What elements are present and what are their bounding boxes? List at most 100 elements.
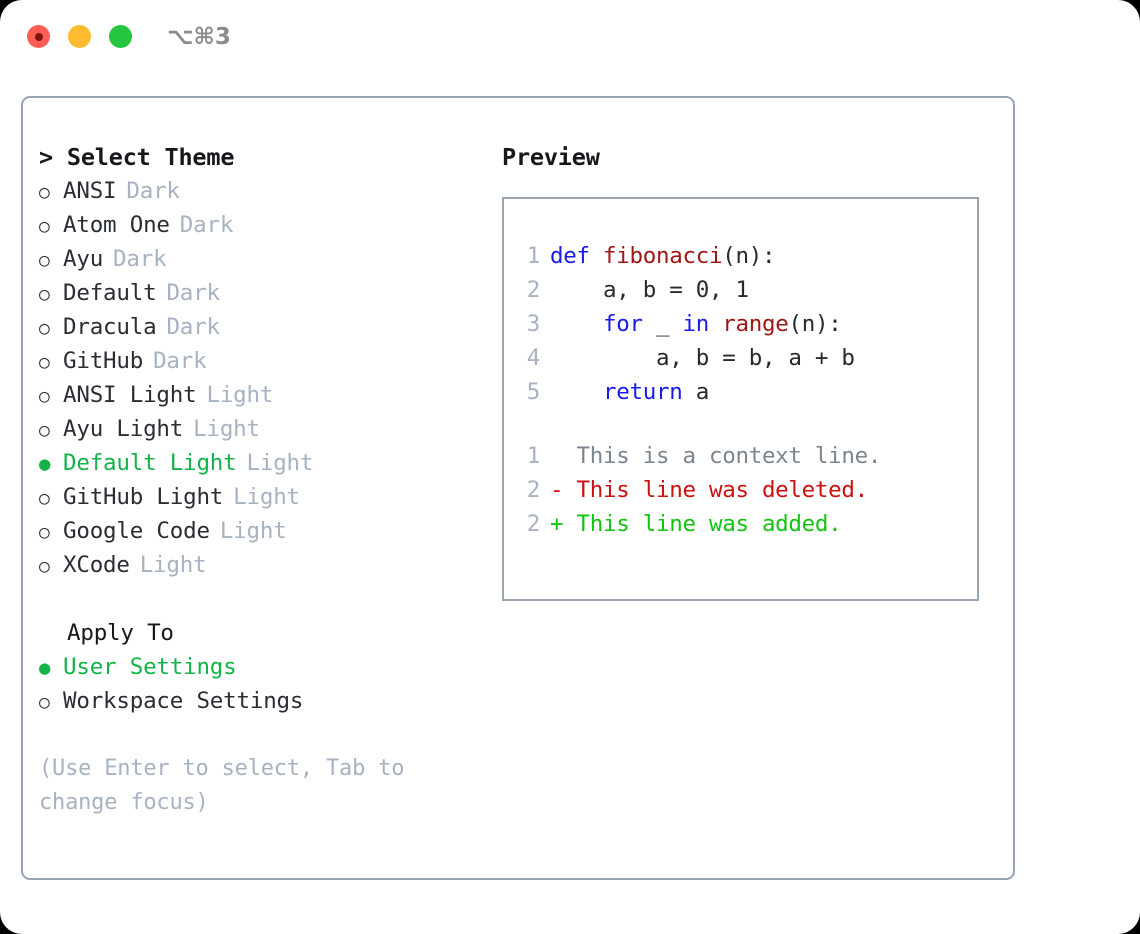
diff-line: 2 - This line was deleted.: [522, 473, 977, 507]
theme-option-variant: Dark: [166, 314, 220, 340]
theme-option-label: Ayu: [63, 246, 104, 272]
theme-option[interactable]: ○ XCode Light: [39, 548, 479, 582]
code-diff-gap: [522, 409, 977, 439]
radio-unselected-icon: ○: [39, 420, 50, 441]
preview-pane: Preview 1 def fibonacci(n): 2 a, b = 0, 1 3…: [502, 140, 992, 601]
diff-line: 2 + This line was added.: [522, 507, 977, 541]
minimize-button[interactable]: [68, 25, 91, 48]
code-line: 3 for _ in range(n):: [522, 307, 977, 341]
close-icon: [34, 32, 43, 41]
code-token: fibonacci: [603, 243, 723, 269]
code-token: in: [682, 311, 710, 337]
code-token: def: [550, 243, 603, 269]
radio-selected-icon: ●: [39, 657, 51, 679]
theme-option-variant: Light: [193, 416, 260, 442]
diff-line-content: + This line was added.: [550, 511, 842, 537]
radio-unselected-icon: ○: [39, 216, 50, 237]
diff-line-content: - This line was deleted.: [550, 477, 868, 503]
theme-option-variant: Light: [139, 552, 207, 578]
radio-unselected-icon: ○: [39, 556, 50, 577]
theme-option-label: Default: [63, 280, 157, 306]
apply-to-option[interactable]: ○Workspace Settings: [39, 684, 479, 718]
code-line-number: 2: [526, 277, 541, 303]
code-sample: 1 def fibonacci(n): 2 a, b = 0, 1 3 for _ i…: [522, 239, 977, 409]
apply-to-option-label: Workspace Settings: [63, 688, 304, 714]
select-theme-header: > Select Theme: [39, 143, 235, 171]
theme-option[interactable]: ○ ANSI Dark: [39, 174, 479, 208]
diff-line-number: 1: [526, 443, 541, 469]
theme-option[interactable]: ○ GitHub Light Light: [39, 480, 479, 514]
code-token: [550, 379, 603, 405]
radio-selected-icon: ●: [39, 453, 51, 475]
diff-line-number: 2: [526, 477, 541, 503]
radio-unselected-icon: ○: [39, 250, 50, 271]
radio-unselected-icon: ○: [39, 522, 50, 543]
code-line-content: a, b = 0, 1: [550, 273, 749, 307]
code-line-number: 3: [526, 311, 541, 337]
radio-unselected-icon: ○: [39, 386, 50, 407]
code-token: for: [603, 311, 643, 337]
theme-option-variant: Light: [206, 382, 274, 408]
theme-option-variant: Light: [233, 484, 300, 510]
theme-option-label: GitHub Light: [63, 484, 224, 510]
code-line-content: a, b = b, a + b: [550, 341, 855, 375]
apply-to-option-label: User Settings: [63, 654, 237, 680]
code-line-number: 1: [526, 243, 541, 269]
code-line-number: 5: [526, 379, 541, 405]
code-token: return: [603, 379, 683, 405]
theme-option[interactable]: ○ Default Dark: [39, 276, 479, 310]
theme-option-variant: Light: [246, 450, 314, 476]
code-line: 4 a, b = b, a + b: [522, 341, 977, 375]
theme-option-label: XCode: [63, 552, 130, 578]
diff-line-number: 2: [526, 511, 541, 537]
theme-option-label: Atom One: [63, 212, 170, 238]
code-token: [709, 311, 722, 337]
theme-option-variant: Dark: [126, 178, 180, 204]
code-token: range: [722, 311, 789, 337]
title-bar: ⌥⌘3: [0, 0, 1140, 78]
code-token: _: [642, 311, 683, 337]
maximize-button[interactable]: [109, 25, 132, 48]
theme-option-variant: Dark: [113, 246, 167, 272]
keyboard-shortcut-label: ⌥⌘3: [167, 24, 231, 50]
theme-option[interactable]: ○ Ayu Dark: [39, 242, 479, 276]
code-line: 5 return a: [522, 375, 977, 409]
radio-unselected-icon: ○: [39, 182, 50, 203]
keyboard-hint: (Use Enter to select, Tab to change focu…: [39, 756, 405, 815]
window-controls: [27, 25, 132, 48]
diff-line: 1 This is a context line.: [522, 439, 977, 473]
preview-box: 1 def fibonacci(n): 2 a, b = 0, 1 3 for _ i…: [502, 197, 979, 601]
diff-line-content: This is a context line.: [550, 443, 882, 469]
close-button[interactable]: [27, 25, 50, 48]
code-token: a: [682, 379, 710, 405]
code-line-content: for _ in range(n):: [550, 307, 842, 341]
radio-unselected-icon: ○: [39, 352, 50, 373]
code-token: a, b = 0, 1: [550, 277, 749, 303]
theme-option-variant: Dark: [166, 280, 220, 306]
code-token: a, b = b, a + b: [550, 345, 855, 371]
radio-unselected-icon: ○: [39, 488, 50, 509]
theme-option-label: ANSI: [63, 178, 117, 204]
theme-option-variant: Light: [219, 518, 287, 544]
preview-title: Preview: [502, 143, 600, 171]
theme-option-label: Dracula: [63, 314, 157, 340]
apply-to-list: ● User Settings ○Workspace Settings: [39, 650, 479, 718]
apply-to-option[interactable]: ● User Settings: [39, 650, 479, 684]
code-line-number: 4: [526, 345, 541, 371]
radio-unselected-icon: ○: [39, 284, 50, 305]
apply-to-header: Apply To: [67, 620, 174, 646]
code-line-content: return a: [550, 375, 709, 409]
theme-option-label: GitHub: [63, 348, 144, 374]
code-token: [550, 311, 603, 337]
code-line-content: def fibonacci(n):: [550, 239, 776, 273]
